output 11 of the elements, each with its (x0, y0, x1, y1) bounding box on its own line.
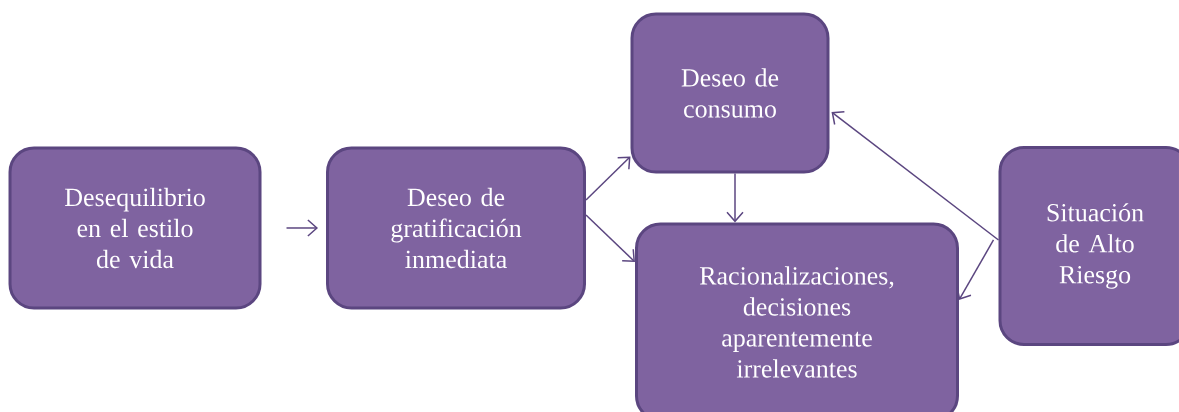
process-box: Desequilibrio en el estilo de vida (8, 146, 262, 310)
arrow (956, 239, 995, 300)
arrow (285, 219, 318, 237)
process-box: Racionalizaciones, decisiones aparentemente irrelevantes (635, 222, 959, 412)
arrow (726, 172, 744, 223)
process-box: Deseo de gratificación inmediata (326, 146, 586, 310)
arrow (831, 111, 1000, 241)
process-box: Situación de Alto Riesgo (998, 146, 1179, 346)
arrow (585, 156, 631, 201)
arrow (585, 214, 635, 262)
process-box: Deseo de consumo (630, 12, 830, 174)
